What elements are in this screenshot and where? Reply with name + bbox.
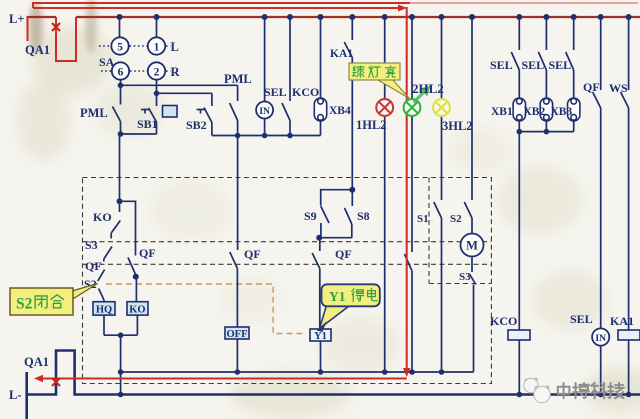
svg-text:L+: L+ — [9, 12, 24, 26]
svg-text:L: L — [171, 40, 179, 54]
svg-text:KA1: KA1 — [330, 48, 353, 60]
svg-text:XB2: XB2 — [524, 106, 546, 118]
svg-text:M: M — [466, 239, 478, 253]
svg-text:SEL: SEL — [490, 58, 513, 72]
svg-text:XB4: XB4 — [329, 105, 351, 117]
svg-text:QA1: QA1 — [25, 43, 50, 57]
svg-text:KCO: KCO — [490, 314, 517, 328]
svg-text:QF: QF — [139, 246, 156, 260]
svg-text:SEL: SEL — [264, 85, 287, 99]
svg-text:S2: S2 — [16, 296, 33, 313]
svg-text:1: 1 — [154, 42, 160, 54]
svg-text:QF: QF — [335, 247, 352, 261]
svg-text:S1: S1 — [417, 213, 429, 225]
svg-text:S3: S3 — [459, 271, 471, 283]
svg-text:S8: S8 — [357, 209, 370, 223]
svg-text:S2: S2 — [450, 213, 462, 225]
svg-text:PML: PML — [224, 72, 252, 86]
svg-text:2: 2 — [154, 67, 160, 79]
svg-text:3HL2: 3HL2 — [442, 119, 473, 133]
svg-text:KO: KO — [129, 304, 145, 315]
svg-text:XB3: XB3 — [551, 106, 573, 118]
svg-text:XB1: XB1 — [491, 106, 513, 118]
svg-text:Y1: Y1 — [329, 289, 346, 304]
svg-text:SEL: SEL — [570, 312, 593, 326]
svg-text:PML: PML — [80, 106, 108, 120]
svg-text:WS: WS — [609, 81, 628, 95]
svg-text:QA1: QA1 — [24, 355, 49, 369]
svg-text:HQ: HQ — [96, 304, 112, 315]
svg-text:SEL: SEL — [522, 58, 545, 72]
svg-text:R: R — [171, 65, 181, 79]
svg-text:6: 6 — [118, 67, 124, 79]
svg-text:KA1: KA1 — [610, 314, 634, 328]
svg-text:OFF: OFF — [227, 329, 248, 340]
svg-text:QF: QF — [244, 247, 261, 261]
svg-text:KO: KO — [93, 210, 112, 224]
svg-text:SA: SA — [99, 55, 115, 69]
svg-text:QF: QF — [583, 80, 600, 94]
svg-text:5: 5 — [117, 42, 123, 54]
svg-text:SB2: SB2 — [186, 118, 207, 132]
svg-text:1HL2: 1HL2 — [356, 118, 387, 132]
svg-text:2HL2: 2HL2 — [412, 81, 444, 96]
svg-text:SB1: SB1 — [137, 117, 158, 131]
svg-text:S3: S3 — [85, 238, 98, 252]
svg-text:Y1: Y1 — [314, 331, 327, 342]
svg-text:S9: S9 — [304, 209, 317, 223]
svg-text:SEL: SEL — [549, 58, 572, 72]
svg-text:KCO: KCO — [292, 85, 319, 99]
svg-text:L-: L- — [9, 388, 22, 402]
svg-text:QF: QF — [85, 259, 102, 273]
svg-text:IN: IN — [595, 334, 606, 344]
svg-text:IN: IN — [259, 107, 270, 117]
